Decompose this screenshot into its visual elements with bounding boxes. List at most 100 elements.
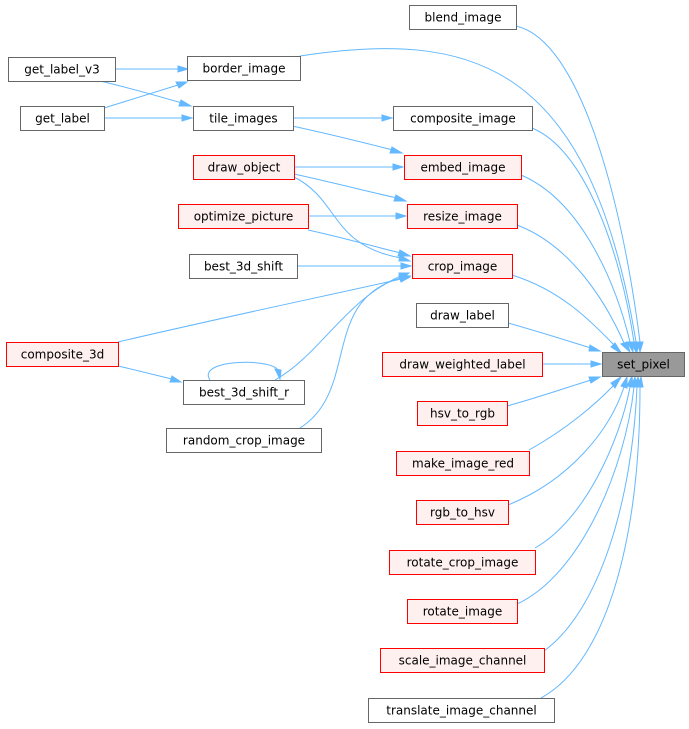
node-box[interactable] <box>416 303 509 328</box>
edge-embed_image-to-set_pixel <box>520 174 634 354</box>
node-box[interactable] <box>187 56 301 81</box>
edge-line <box>207 361 279 381</box>
edge-line <box>507 322 592 349</box>
node-box[interactable] <box>602 352 685 377</box>
node-box[interactable] <box>416 500 509 525</box>
node-translate-image-channel[interactable]: translate_image_channel <box>368 698 555 723</box>
node-box[interactable] <box>417 401 508 426</box>
node-rotate-crop-image[interactable]: rotate_crop_image <box>389 550 536 575</box>
edge-best_3d_shift-to-crop_image <box>297 262 413 270</box>
arrowhead-icon <box>175 81 189 89</box>
node-box[interactable] <box>8 57 116 82</box>
edge-draw_object-to-resize_image <box>293 173 408 202</box>
node-blend-image[interactable]: blend_image <box>409 5 517 30</box>
arrowhead-icon <box>398 274 412 282</box>
node-optimize-picture[interactable]: optimize_picture <box>178 204 309 229</box>
edge-tile_images-to-embed_image <box>291 125 404 154</box>
node-box[interactable] <box>6 342 119 367</box>
node-box[interactable] <box>380 648 545 673</box>
arrowhead-icon <box>177 65 190 73</box>
edge-line <box>515 25 641 343</box>
node-box[interactable] <box>382 352 543 377</box>
node-set-pixel[interactable]: set_pixel <box>602 352 685 377</box>
arrowhead-icon <box>392 163 405 171</box>
node-box[interactable] <box>404 155 522 180</box>
node-resize-image[interactable]: resize_image <box>407 204 518 229</box>
arrowhead-icon <box>274 368 282 381</box>
node-label: translate_image_channel <box>386 704 537 718</box>
node-border-image[interactable]: border_image <box>187 56 301 81</box>
node-box[interactable] <box>193 106 294 131</box>
node-box[interactable] <box>20 106 105 131</box>
edge-rotate_crop_image-to-set_pixel <box>534 374 634 549</box>
nodes-layer: blend_image border_image get_label_v3 get_l… <box>6 5 685 723</box>
node-draw-label[interactable]: draw_label <box>416 303 509 328</box>
edge-line <box>507 386 625 506</box>
node-make-image-red[interactable]: make_image_red <box>396 451 530 476</box>
node-best-3d-shift[interactable]: best_3d_shift <box>189 254 298 279</box>
edge-get_label_v3-to-tile_images <box>99 80 193 107</box>
arrowhead-icon <box>395 212 408 220</box>
node-get-label-v3[interactable]: get_label_v3 <box>8 57 116 82</box>
arrowhead-icon <box>181 114 194 122</box>
node-best-3d-shift-r[interactable]: best_3d_shift_r <box>183 380 305 405</box>
node-hsv-to-rgb[interactable]: hsv_to_rgb <box>417 401 508 426</box>
node-label: rotate_image <box>423 605 503 619</box>
edge-line <box>307 229 402 254</box>
edge-make_image_red-to-set_pixel <box>528 375 623 451</box>
node-label: make_image_red <box>412 457 514 471</box>
edge-translate_image_channel-to-set_pixel <box>540 375 644 699</box>
edge-line <box>299 277 402 429</box>
arrowhead-icon <box>397 249 412 257</box>
edge-line <box>540 386 641 699</box>
node-label: get_label <box>35 112 90 126</box>
edges-layer <box>99 25 644 699</box>
arrowhead-icon <box>400 262 413 270</box>
arrowhead-icon <box>169 375 183 383</box>
node-box[interactable] <box>166 428 322 453</box>
edge-rgb_to_hsv-to-set_pixel <box>507 375 628 506</box>
edge-line <box>103 84 179 109</box>
node-random-crop-image[interactable]: random_crop_image <box>166 428 322 453</box>
node-box[interactable] <box>407 599 518 624</box>
edge-composite_3d-to-crop_image <box>117 275 412 343</box>
node-label: blend_image <box>425 11 502 25</box>
node-draw-object[interactable]: draw_object <box>193 155 295 180</box>
node-box[interactable] <box>389 550 536 575</box>
node-box[interactable] <box>393 106 533 131</box>
node-rgb-to-hsv[interactable]: rgb_to_hsv <box>416 500 509 525</box>
node-box[interactable] <box>189 254 298 279</box>
node-label: tile_images <box>209 112 277 126</box>
node-composite-3d[interactable]: composite_3d <box>6 342 119 367</box>
arrowhead-icon <box>393 194 408 202</box>
arrowhead-icon <box>590 360 603 368</box>
node-rotate-image[interactable]: rotate_image <box>407 599 518 624</box>
node-box[interactable] <box>409 5 517 30</box>
node-box[interactable] <box>368 698 555 723</box>
node-box[interactable] <box>193 155 295 180</box>
edge-optimize_picture-to-crop_image <box>307 229 412 257</box>
edge-draw_weighted_label-to-set_pixel <box>542 360 603 368</box>
node-label: border_image <box>203 62 286 76</box>
edge-draw_label-to-set_pixel <box>507 322 602 352</box>
node-box[interactable] <box>407 204 518 229</box>
edge-blend_image-to-set_pixel <box>515 25 644 354</box>
node-embed-image[interactable]: embed_image <box>404 155 522 180</box>
node-box[interactable] <box>396 451 530 476</box>
node-label: composite_3d <box>21 348 105 362</box>
node-composite-image[interactable]: composite_image <box>393 106 533 131</box>
node-box[interactable] <box>412 254 513 279</box>
node-label: draw_weighted_label <box>399 358 525 372</box>
edge-line <box>516 224 625 344</box>
node-label: set_pixel <box>617 358 670 372</box>
node-box[interactable] <box>183 380 305 405</box>
edge-composite_image-to-set_pixel <box>531 127 638 354</box>
node-scale-image-channel[interactable]: scale_image_channel <box>380 648 545 673</box>
node-crop-image[interactable]: crop_image <box>412 254 513 279</box>
edge-line <box>293 173 398 199</box>
node-get-label[interactable]: get_label <box>20 106 105 131</box>
node-tile-images[interactable]: tile_images <box>193 106 294 131</box>
node-draw-weighted-label[interactable]: draw_weighted_label <box>382 352 543 377</box>
node-box[interactable] <box>178 204 309 229</box>
